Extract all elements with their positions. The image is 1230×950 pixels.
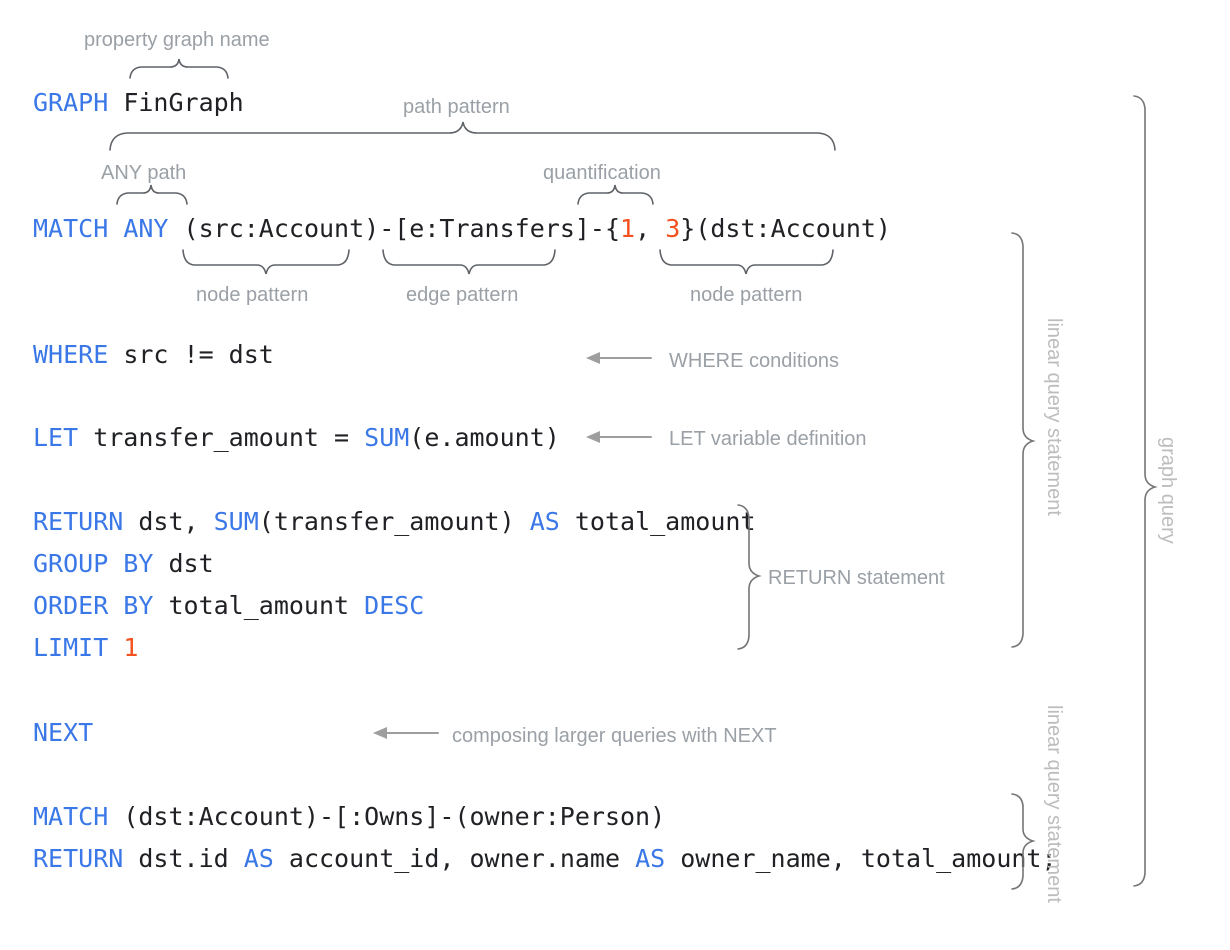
keyword-desc: DESC — [364, 591, 425, 620]
label-any-path: ANY path — [101, 162, 187, 184]
code-line-let: LET transfer_amount = SUM(e.amount) — [33, 423, 560, 453]
keyword-return: RETURN — [33, 844, 124, 873]
brace-edge-pattern — [382, 249, 556, 275]
limit-value: 1 — [123, 633, 139, 662]
keyword-group-by: GROUP BY — [33, 549, 154, 578]
keyword-match: MATCH — [33, 214, 109, 243]
keyword-as: AS — [529, 507, 560, 536]
label-edge-pattern: edge pattern — [406, 284, 519, 306]
brace-graph-query — [1133, 95, 1158, 887]
label-node-pattern-right: node pattern — [690, 284, 803, 306]
label-linear-query-statement-1: linear query statement — [1043, 318, 1065, 516]
label-where-conditions: WHERE conditions — [669, 350, 840, 372]
label-path-pattern: path pattern — [403, 96, 510, 118]
keyword-match: MATCH — [33, 802, 109, 831]
quant-separator: , — [635, 214, 666, 243]
code-line-return-2: RETURN dst.id AS account_id, owner.name … — [33, 844, 1057, 874]
function-sum: SUM — [213, 507, 259, 536]
brace-linear-query-statement-2 — [1011, 793, 1036, 890]
return2-item-1: dst.id — [123, 844, 244, 873]
arrow-where-conditions — [586, 352, 652, 364]
brace-node-pattern-right — [659, 249, 834, 275]
keyword-limit: LIMIT — [33, 633, 109, 662]
label-linear-query-statement-2: linear query statement — [1043, 705, 1065, 903]
brace-property-graph-name — [129, 58, 229, 79]
code-line-match-2: MATCH (dst:Account)-[:Owns]-(owner:Perso… — [33, 802, 665, 832]
where-expression: src != dst — [108, 340, 274, 369]
label-let-variable-definition: LET variable definition — [669, 428, 867, 450]
let-variable: transfer_amount = — [78, 423, 365, 452]
keyword-as: AS — [635, 844, 666, 873]
return2-item-3: owner_name, total_amount; — [665, 844, 1057, 873]
code-line-where: WHERE src != dst — [33, 340, 274, 370]
brace-any-path — [116, 184, 188, 205]
order-by-key: total_amount — [153, 591, 365, 620]
function-sum: SUM — [364, 423, 410, 452]
keyword-graph: GRAPH — [33, 88, 109, 117]
arrow-composing-next — [373, 727, 439, 739]
keyword-where: WHERE — [33, 340, 109, 369]
keyword-order-by: ORDER BY — [33, 591, 154, 620]
return-items: dst, — [123, 507, 214, 536]
src-node-edge-pattern: (src:Account)-[e:Transfers]-{ — [168, 214, 621, 243]
space — [108, 214, 123, 243]
keyword-let: LET — [33, 423, 79, 452]
let-sum-args: (e.amount) — [409, 423, 560, 452]
quant-min: 1 — [620, 214, 636, 243]
brace-quantification — [577, 184, 654, 205]
brace-path-pattern — [109, 121, 836, 151]
label-composing-next: composing larger queries with NEXT — [452, 725, 777, 747]
label-property-graph-name: property graph name — [84, 29, 270, 51]
dst-node-pattern: }(dst:Account) — [680, 214, 891, 243]
return-alias: total_amount — [559, 507, 756, 536]
code-line-group-by: GROUP BY dst — [33, 549, 214, 579]
label-quantification: quantification — [543, 162, 661, 184]
keyword-return: RETURN — [33, 507, 124, 536]
quant-max: 3 — [665, 214, 681, 243]
label-node-pattern-left: node pattern — [196, 284, 309, 306]
code-line-limit: LIMIT 1 — [33, 633, 138, 663]
keyword-as: AS — [243, 844, 274, 873]
owns-pattern: (dst:Account)-[:Owns]-(owner:Person) — [108, 802, 666, 831]
group-by-key: dst — [153, 549, 214, 578]
code-line-return: RETURN dst, SUM(transfer_amount) AS tota… — [33, 507, 756, 537]
return2-item-2: account_id, owner.name — [273, 844, 636, 873]
brace-node-pattern-left — [182, 249, 350, 275]
keyword-next: NEXT — [33, 718, 94, 747]
code-line-next: NEXT — [33, 718, 93, 748]
graph-name: FinGraph — [108, 88, 244, 117]
code-line-graph: GRAPH FinGraph — [33, 88, 244, 118]
brace-linear-query-statement-1 — [1011, 232, 1036, 648]
code-line-match: MATCH ANY (src:Account)-[e:Transfers]-{1… — [33, 214, 891, 244]
label-graph-query: graph query — [1157, 437, 1179, 544]
label-return-statement: RETURN statement — [768, 567, 945, 589]
arrow-let-variable-definition — [586, 431, 652, 443]
space — [108, 633, 123, 662]
code-line-order-by: ORDER BY total_amount DESC — [33, 591, 424, 621]
keyword-any: ANY — [123, 214, 169, 243]
return-sum-args: (transfer_amount) — [258, 507, 530, 536]
